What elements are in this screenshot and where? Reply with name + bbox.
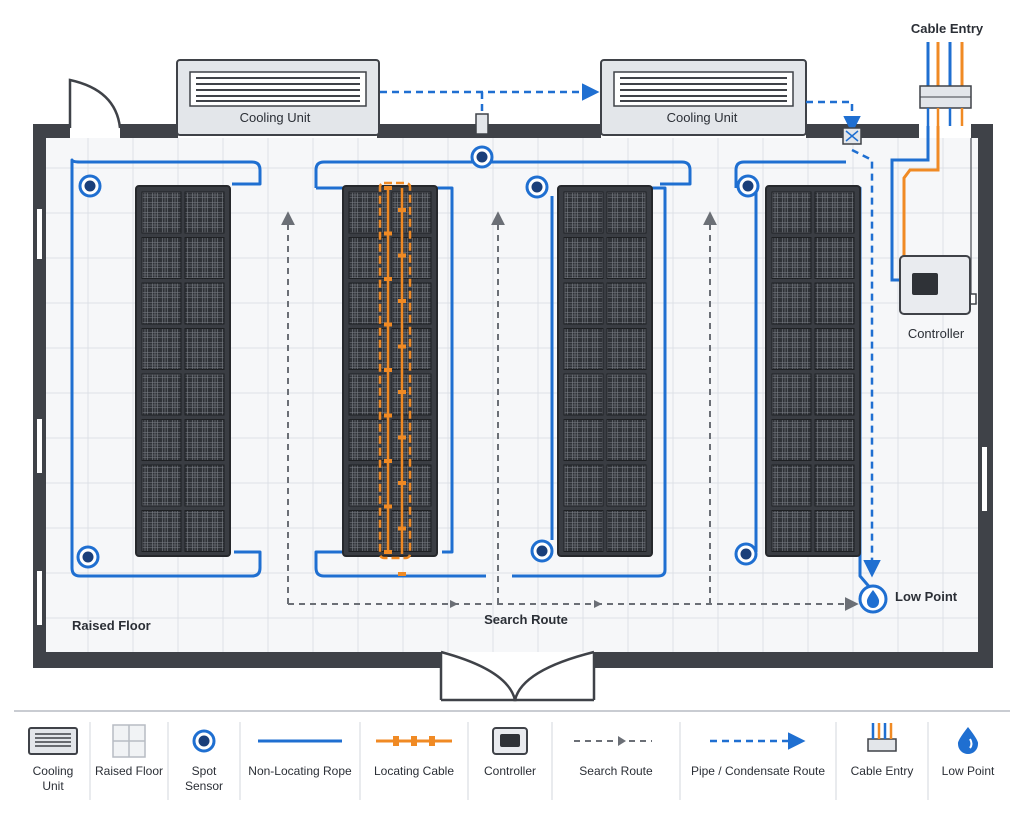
- low-point-label: Low Point: [895, 589, 958, 604]
- spot-sensor[interactable]: [734, 542, 758, 566]
- controller-icon: [492, 727, 528, 755]
- locating-cable-icon: [376, 736, 452, 746]
- cable-entry[interactable]: Cable Entry: [911, 21, 984, 126]
- controller-label: Controller: [908, 326, 965, 341]
- legend-label: Spot: [192, 764, 217, 778]
- controller[interactable]: Controller: [899, 255, 971, 341]
- wall-windows: [35, 207, 989, 627]
- legend-item-raised-floor: Raised Floor: [89, 722, 163, 800]
- water-drop-icon: [866, 590, 880, 608]
- floor-tile-icon: [112, 724, 146, 758]
- legend-label: Search Route: [579, 764, 653, 778]
- raised-floor-label: Raised Floor: [72, 618, 151, 633]
- legend-item-pipe-route: Pipe / Condensate Route: [679, 722, 825, 800]
- spot-sensor[interactable]: [76, 545, 100, 569]
- search-route-label: Search Route: [484, 612, 568, 627]
- server-rack[interactable]: [765, 185, 861, 557]
- legend-label: Cooling: [33, 764, 74, 778]
- low-point[interactable]: Low Point: [858, 584, 958, 614]
- side-door[interactable]: [68, 78, 122, 129]
- legend-label: Pipe / Condensate Route: [691, 764, 825, 778]
- cooling-unit-left[interactable]: Cooling Unit: [176, 59, 380, 136]
- legend-item-search-route: Search Route: [551, 722, 653, 800]
- legend-item-cable-entry: Cable Entry: [835, 722, 914, 800]
- cooling-unit-label: Cooling Unit: [667, 110, 738, 125]
- server-rack[interactable]: [135, 185, 231, 557]
- spot-sensor-icon: [192, 729, 216, 753]
- spot-sensor[interactable]: [525, 175, 549, 199]
- dashed-arrow-icon: [574, 736, 652, 746]
- legend-label: Locating Cable: [374, 764, 454, 778]
- pipe-valve-icon: [475, 113, 489, 135]
- room-walls: [33, 124, 993, 668]
- legend-item-controller: Controller: [467, 722, 536, 800]
- server-rack[interactable]: [557, 185, 653, 557]
- cable-entry-label: Cable Entry: [911, 21, 984, 36]
- water-drop-icon: [957, 727, 979, 754]
- legend-label: Cable Entry: [851, 764, 914, 778]
- legend-label: Non-Locating Rope: [248, 764, 352, 778]
- legend-label: Controller: [484, 764, 536, 778]
- cable-entry-icon: [867, 723, 897, 752]
- search-route-arrows: [450, 600, 602, 608]
- cooling-unit-right[interactable]: Cooling Unit: [600, 59, 807, 136]
- cooling-unit-label: Cooling Unit: [240, 110, 311, 125]
- legend-label: Unit: [42, 779, 64, 793]
- pipe-condensate-route: [380, 83, 881, 578]
- search-route-path: [281, 211, 859, 611]
- legend-item-locating-cable: Locating Cable: [359, 722, 454, 800]
- legend-label: Raised Floor: [95, 764, 163, 778]
- locating-cable-nodes: [384, 186, 406, 576]
- spot-sensor[interactable]: [736, 174, 760, 198]
- legend-label: Low Point: [942, 764, 995, 778]
- legend-label: Sensor: [185, 779, 223, 793]
- spot-sensor[interactable]: [530, 539, 554, 563]
- spot-sensor[interactable]: [470, 145, 494, 169]
- double-door[interactable]: [439, 650, 596, 702]
- legend-item-low-point: Low Point: [927, 722, 995, 800]
- legend-item-non-locating-rope: Non-Locating Rope: [239, 722, 352, 800]
- spot-sensor[interactable]: [78, 174, 102, 198]
- pipe-valve-icon: [842, 127, 862, 145]
- cooling-unit-icon: [28, 727, 78, 755]
